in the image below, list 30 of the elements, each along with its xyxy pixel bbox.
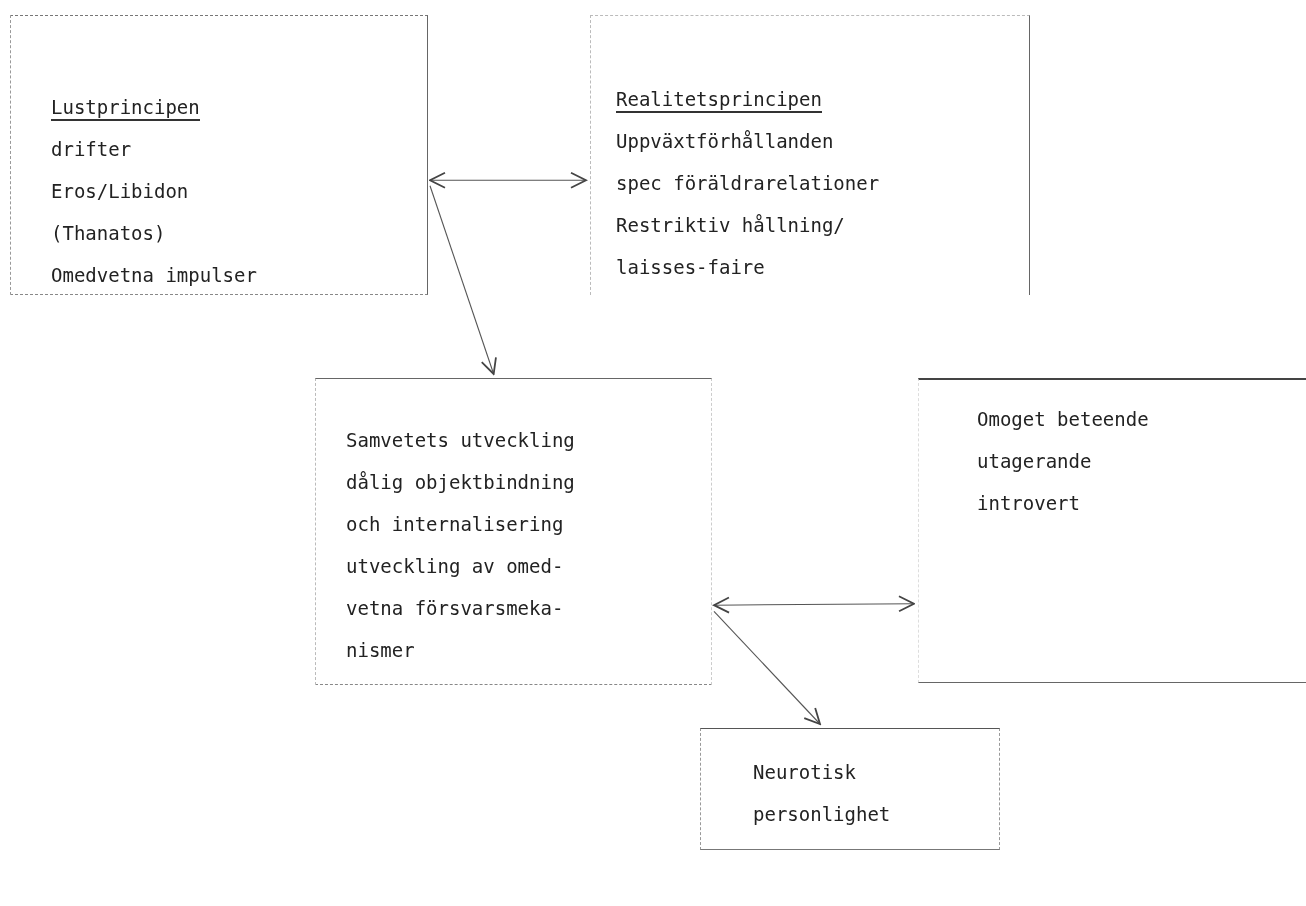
text-line: laisses-faire (616, 256, 765, 278)
arrow (713, 595, 915, 614)
heading: Lustprincipen (51, 96, 200, 121)
text-line: nismer (346, 639, 415, 661)
text-line: utagerande (977, 450, 1092, 472)
text-line: introvert (977, 492, 1080, 514)
text-box (10, 15, 428, 295)
text-line: dålig objektbindning (346, 471, 575, 493)
text-line: Omedvetna impulser (51, 264, 257, 286)
text-line: Neurotisk (753, 761, 856, 783)
arrow (429, 171, 587, 189)
text-line: (Thanatos) (51, 222, 166, 244)
text-box (918, 378, 1306, 683)
arrow (713, 610, 821, 725)
text-line: och internalisering (346, 513, 564, 535)
heading: Realitetsprincipen (616, 88, 822, 113)
text-box (590, 15, 1030, 295)
text-line: Samvetets utveckling (346, 429, 575, 451)
text-line: Eros/Libidon (51, 180, 189, 202)
text-line: Omoget beteende (977, 408, 1149, 430)
text-line: drifter (51, 138, 132, 160)
text-line: spec föräldrarelationer (616, 172, 880, 194)
text-box (315, 378, 712, 685)
text-line: Uppväxtförhållanden (616, 130, 834, 152)
text-line: personlighet (753, 803, 891, 825)
text-line: utveckling av omed- (346, 555, 564, 577)
text-line: Restriktiv hållning/ (616, 214, 845, 236)
text-box (700, 728, 1000, 850)
arrow (429, 185, 497, 375)
text-line: vetna försvarsmeka- (346, 597, 564, 619)
